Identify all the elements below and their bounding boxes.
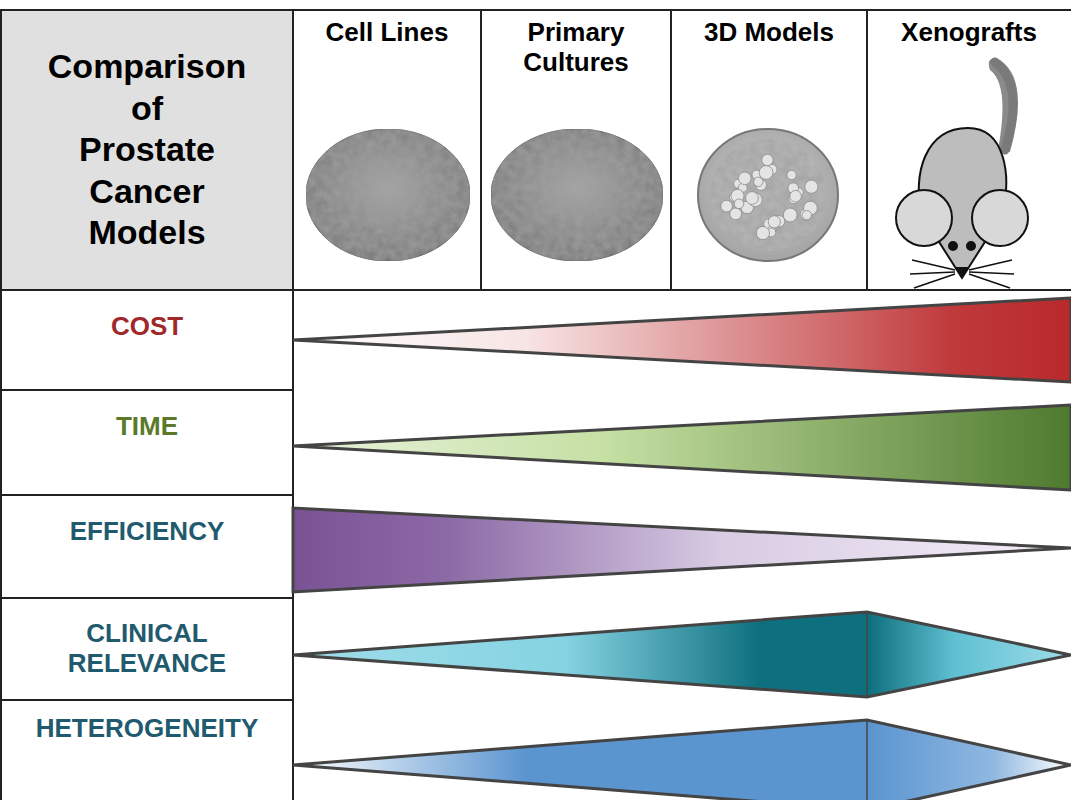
row-label: CLINICAL RELEVANCE bbox=[6, 619, 288, 679]
column-header: 3D Models bbox=[673, 18, 865, 48]
cost-wedge bbox=[293, 298, 1071, 382]
column-header: Cell Lines bbox=[295, 18, 479, 48]
title-cell bbox=[1, 10, 293, 290]
row-label: HETEROGENEITY bbox=[6, 714, 288, 744]
row-label: EFFICIENCY bbox=[6, 517, 288, 547]
3d-model-spheroids bbox=[710, 139, 826, 251]
table-title: Comparison of Prostate Cancer Models bbox=[8, 46, 286, 253]
efficiency-wedge bbox=[293, 508, 1071, 592]
table-grid bbox=[0, 10, 1071, 800]
heterogeneity-diamond bbox=[293, 720, 1071, 800]
row-label: COST bbox=[6, 312, 288, 342]
heterogeneity-peak-line bbox=[866, 720, 868, 800]
row-label: TIME bbox=[6, 412, 288, 442]
column-header: Primary Cultures bbox=[483, 18, 669, 78]
cell-line-dish bbox=[306, 129, 470, 261]
3d-model-dish bbox=[698, 129, 838, 261]
mouse-icon bbox=[896, 59, 1028, 288]
column-header: Xenografts bbox=[869, 18, 1069, 48]
time-wedge bbox=[293, 405, 1071, 490]
spheroid-dots bbox=[721, 154, 818, 239]
primary-culture-dish bbox=[491, 129, 663, 261]
clinical-relevance-diamond bbox=[293, 612, 1071, 697]
clinical-peak-line bbox=[866, 612, 868, 697]
